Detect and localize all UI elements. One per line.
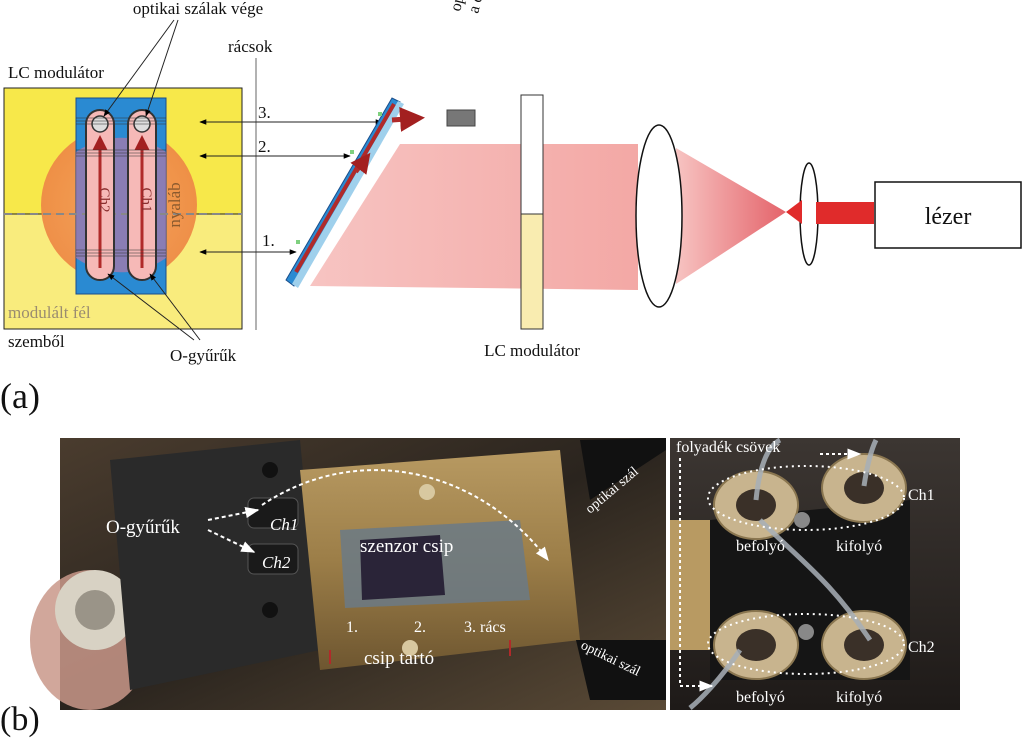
ch1-label: Ch1 [138, 187, 154, 212]
focused-beam [676, 148, 786, 284]
laser-beam [816, 202, 874, 224]
lc-modulator-bottom-label: LC modulátor [484, 341, 580, 360]
beam-label: nyaláb [165, 182, 184, 227]
fiber-ends-label: optikai szálak vége [133, 0, 263, 18]
outlet-top-label: kifolyó [836, 538, 882, 555]
ch1-group-outline [707, 465, 905, 531]
grating-2-label: 2. [258, 137, 271, 156]
panel-b: O-gyűrűk Ch1 Ch2 szenzor csip 1. 2. 3. r… [0, 437, 960, 738]
lc-modulator-side-top [520, 94, 544, 215]
detector-fiber [446, 109, 476, 127]
panel-b-label: (b) [0, 701, 40, 738]
collimating-lens [635, 124, 683, 308]
fluid-tubes-label: folyadék csövek [676, 439, 780, 456]
laser-label: lézer [925, 204, 972, 230]
gratings-front [76, 117, 166, 257]
fiber-to-detector-2: a detektorba [465, 0, 501, 15]
fittings [713, 453, 907, 680]
panel-a-label: (a) [0, 376, 40, 416]
inlet-top-label: befolyó [736, 538, 785, 555]
lc-modulator-top-label: LC modulátor [8, 63, 104, 82]
modulated-half-label: modulált fél [8, 303, 91, 322]
grating-2-photo: 2. [414, 619, 426, 636]
gratings-label: rácsok [228, 37, 273, 56]
ch1-photo-label: Ch1 [270, 515, 298, 534]
o-rings-photo-label: O-gyűrűk [106, 517, 180, 538]
grating-1-label: 1. [262, 231, 275, 250]
ch2-label: Ch2 [96, 187, 112, 212]
ch2-right-label: Ch2 [908, 639, 935, 656]
ch2-photo-label: Ch2 [262, 553, 291, 572]
grating-1-photo: 1. [346, 619, 358, 636]
grating-3-photo: 3. rács [464, 619, 506, 636]
focusing-lens [799, 162, 819, 266]
grating-3-label: 3. [258, 103, 271, 122]
ch2-group-outline [707, 613, 905, 675]
laser-box [874, 181, 1022, 249]
sensor-chip-label: szenzor csip [360, 536, 453, 557]
o-rings-label: O-gyűrűk [170, 346, 237, 365]
inlet-bottom-label: befolyó [736, 689, 785, 706]
eye-view-label: szemből [8, 332, 65, 351]
panel-a: Ch2 Ch1 nyaláb LC modulátor modulált fél… [0, 0, 1022, 416]
outlet-bottom-label: kifolyó [836, 689, 882, 706]
collimated-beam [310, 144, 638, 290]
chip-holder-label: csip tartó [364, 648, 434, 669]
sensor-chip-side [285, 97, 425, 288]
lc-modulator-side-bottom [520, 213, 544, 330]
ch1-right-label: Ch1 [908, 487, 935, 504]
